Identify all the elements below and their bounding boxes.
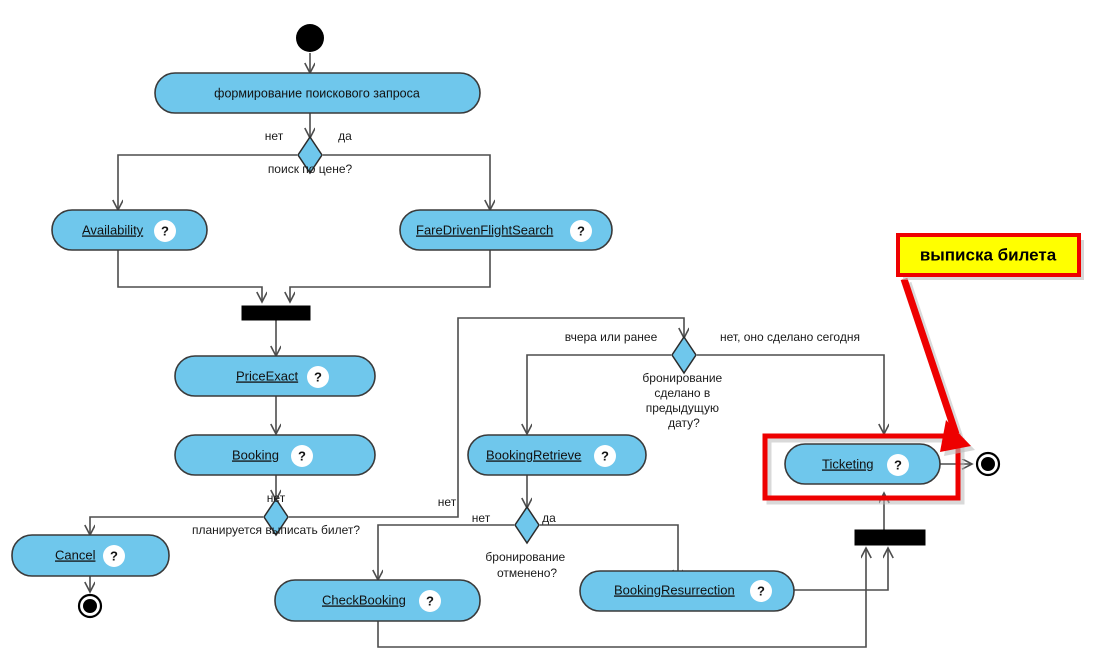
activity-booking-shape[interactable] <box>174 434 376 476</box>
help-icon-price-exact[interactable] <box>307 366 329 388</box>
help-icon-ticketing[interactable] <box>887 454 909 476</box>
activity-booking-resurrection[interactable]: BookingResurrection ? <box>579 570 795 612</box>
ticketing-highlight-box <box>762 433 961 501</box>
guard-booking-previous-date-today: нет, оно сделано сегодня <box>720 330 860 344</box>
guard-plan-issue-ticket-no: нет <box>267 491 286 505</box>
decision-booking-previous-date-shape[interactable] <box>671 335 697 375</box>
callout-ticket-issue: выписка билета <box>896 233 1084 280</box>
activity-cancel[interactable]: Cancel ? <box>11 534 170 577</box>
activity-booking-resurrection-shape[interactable] <box>579 570 795 612</box>
merge-bar-search <box>241 305 311 321</box>
activity-price-exact-shape[interactable] <box>174 355 376 397</box>
activity-availability[interactable]: Availability ? <box>51 209 208 251</box>
activity-price-exact-label: PriceExact <box>236 368 299 383</box>
help-icon-fare-driven-flight-search-glyph: ? <box>577 224 585 239</box>
decision-booking-previous-date[interactable]: вчера или ранее нет, оно сделано сегодня… <box>565 330 860 430</box>
guard-price-search-yes: да <box>338 129 352 143</box>
activity-booking-retrieve-label: BookingRetrieve <box>486 447 581 462</box>
decision-plan-issue-ticket-question: планируется выписать билет? <box>192 523 360 537</box>
help-icon-cancel[interactable] <box>103 545 125 567</box>
activity-fare-driven-flight-search[interactable]: FareDrivenFlightSearch ? <box>399 209 613 251</box>
help-icon-fare-driven-flight-search[interactable] <box>570 220 592 242</box>
edges <box>90 53 972 648</box>
callout-arrow-head <box>940 420 971 452</box>
final-node-right <box>975 451 1001 477</box>
initial-node <box>296 24 324 52</box>
activity-search-request-label: формирование поискового запроса <box>214 86 420 100</box>
activity-search-request-shape[interactable] <box>154 72 481 114</box>
activity-booking-label: Booking <box>232 447 279 462</box>
callout-box <box>896 233 1081 277</box>
join-bar-ticketing <box>854 529 926 546</box>
activity-booking-resurrection-label: BookingResurrection <box>614 582 735 597</box>
activity-fare-driven-flight-search-label: FareDrivenFlightSearch <box>416 222 553 237</box>
guard-plan-issue-ticket-no-right: нет <box>438 495 457 509</box>
help-icon-ticketing-glyph: ? <box>894 458 902 473</box>
activity-booking[interactable]: Booking ? <box>174 434 376 476</box>
activity-ticketing[interactable]: Ticketing ? <box>784 443 941 485</box>
activity-cancel-shape[interactable] <box>11 534 170 577</box>
help-icon-booking-retrieve-glyph: ? <box>601 449 609 464</box>
decision-price-search-question: поиск по цене? <box>268 162 353 176</box>
help-icon-booking-glyph: ? <box>298 449 306 464</box>
decision-booking-cancelled-shape[interactable] <box>514 505 540 545</box>
activity-fare-driven-flight-search-shape[interactable] <box>399 209 613 251</box>
decision-plan-issue-ticket-shape[interactable] <box>263 497 289 537</box>
help-icon-booking-resurrection[interactable] <box>750 580 772 602</box>
activity-booking-retrieve[interactable]: BookingRetrieve ? <box>467 434 647 476</box>
decision-plan-issue-ticket[interactable]: нет планируется выписать билет? <box>192 491 360 537</box>
help-icon-cancel-glyph: ? <box>110 549 118 564</box>
help-icon-booking-retrieve[interactable] <box>594 445 616 467</box>
help-icon-booking[interactable] <box>291 445 313 467</box>
decision-booking-cancelled-question: бронирование отменено? <box>485 550 568 580</box>
help-icon-check-booking[interactable] <box>419 590 441 612</box>
help-icon-booking-resurrection-glyph: ? <box>757 584 765 599</box>
activity-availability-label: Availability <box>82 222 144 237</box>
help-icon-availability[interactable] <box>154 220 176 242</box>
callout-label: выписка билета <box>920 245 1057 264</box>
ticketing-highlight-shadow <box>766 437 965 505</box>
guard-booking-previous-date-yesterday: вчера или ранее <box>565 330 658 344</box>
activity-cancel-label: Cancel <box>55 547 96 562</box>
decision-price-search[interactable]: нет да поиск по цене? <box>265 129 353 176</box>
activity-ticketing-label: Ticketing <box>822 456 874 471</box>
activity-price-exact[interactable]: PriceExact ? <box>174 355 376 397</box>
decision-booking-cancelled[interactable]: нет да бронирование отменено? <box>472 505 569 580</box>
help-icon-check-booking-glyph: ? <box>426 594 434 609</box>
activity-check-booking[interactable]: CheckBooking ? <box>274 579 481 622</box>
guard-booking-cancelled-no: нет <box>472 511 491 525</box>
decision-booking-previous-date-question: бронирование сделано в предыдущую дату? <box>642 371 725 430</box>
activity-search-request[interactable]: формирование поискового запроса <box>154 72 481 114</box>
activity-check-booking-label: CheckBooking <box>322 592 406 607</box>
final-node-left <box>77 593 103 619</box>
help-icon-availability-glyph: ? <box>161 224 169 239</box>
guard-price-search-no: нет <box>265 129 284 143</box>
help-icon-price-exact-glyph: ? <box>314 370 322 385</box>
guard-booking-cancelled-yes: да <box>542 511 556 525</box>
decision-price-search-shape[interactable] <box>297 135 323 175</box>
callout-arrow <box>900 277 975 456</box>
